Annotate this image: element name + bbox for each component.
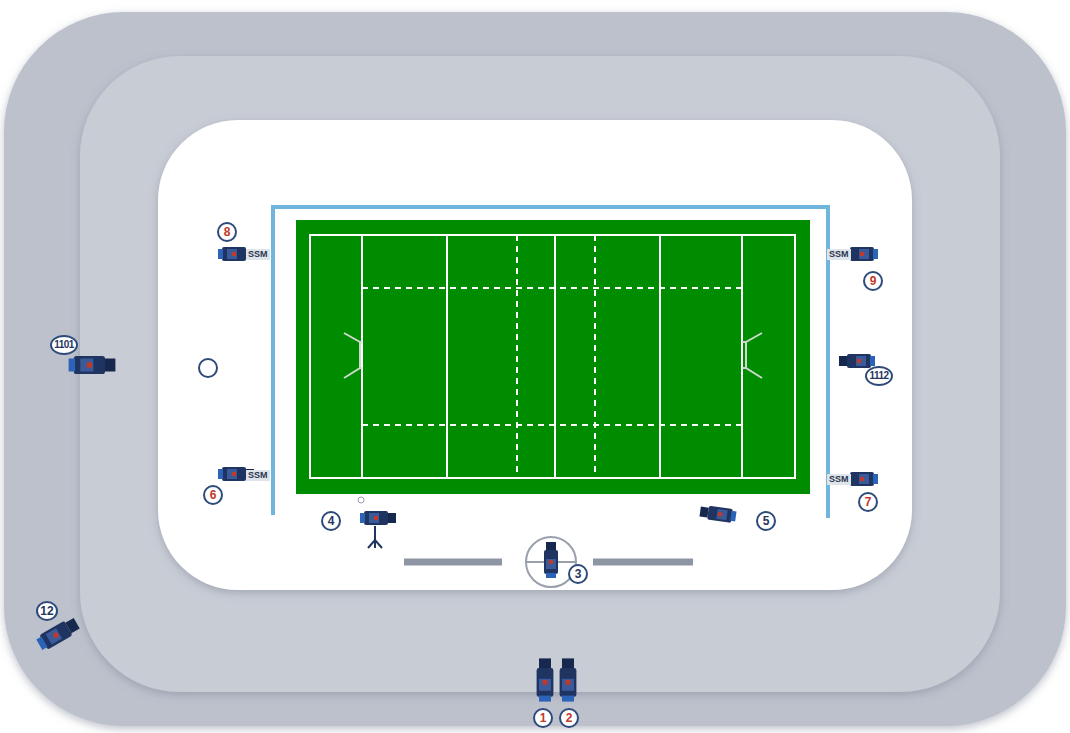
pitch-lines — [310, 235, 795, 478]
callout-circle: 1101 — [50, 335, 78, 355]
callout-circle: 7 — [858, 492, 878, 512]
camera-icon — [560, 658, 577, 701]
callout-number: 3 — [575, 568, 582, 580]
callout-number: 9 — [870, 275, 877, 287]
camera-icon — [69, 356, 116, 374]
goal-posts — [344, 333, 762, 378]
rugby-pitch — [296, 220, 810, 494]
callout-circle: 12 — [36, 601, 58, 621]
callout-circle: 4 — [321, 511, 341, 531]
camera-icon — [358, 497, 396, 548]
camera-icon — [537, 658, 554, 701]
callout-circle: 8 — [217, 222, 237, 242]
outer-stand — [4, 12, 1066, 726]
callout-circle: 2 — [559, 708, 579, 728]
callout-number: 5 — [763, 515, 770, 527]
callout-circle: 6 — [203, 485, 223, 505]
camera-tag: SSM — [827, 474, 851, 485]
camera-tag: SSM — [246, 249, 270, 260]
callout-number: 1 — [540, 712, 547, 724]
callout-circle: 1 — [533, 708, 553, 728]
callout-number: 1112 — [869, 371, 888, 381]
pitch-surround — [158, 120, 912, 590]
callout-circle: 1112 — [865, 366, 893, 386]
callout-number: 2 — [566, 712, 573, 724]
callout-circle: 5 — [756, 511, 776, 531]
middle-stand — [80, 56, 1000, 692]
callout-number: 7 — [865, 496, 872, 508]
position-marker — [199, 359, 217, 377]
camera-icon — [544, 542, 558, 578]
callout-number: 12 — [40, 605, 53, 617]
callout-number: 8 — [224, 226, 231, 238]
camera-icon — [35, 616, 81, 652]
callout-number: 1101 — [54, 340, 74, 350]
callout-circle: 9 — [863, 271, 883, 291]
camera-tag: SSM — [246, 470, 270, 481]
callout-circle: 3 — [568, 564, 588, 584]
camera-tag: SSM — [827, 249, 851, 260]
camera-icon — [699, 505, 737, 524]
perimeter-barrier — [273, 207, 828, 518]
callout-number: 4 — [328, 515, 335, 527]
callout-number: 6 — [210, 489, 217, 501]
platform-bar — [404, 559, 502, 566]
platform-bar — [593, 559, 693, 566]
dolly-track — [526, 537, 576, 587]
camera-icon — [839, 354, 875, 368]
